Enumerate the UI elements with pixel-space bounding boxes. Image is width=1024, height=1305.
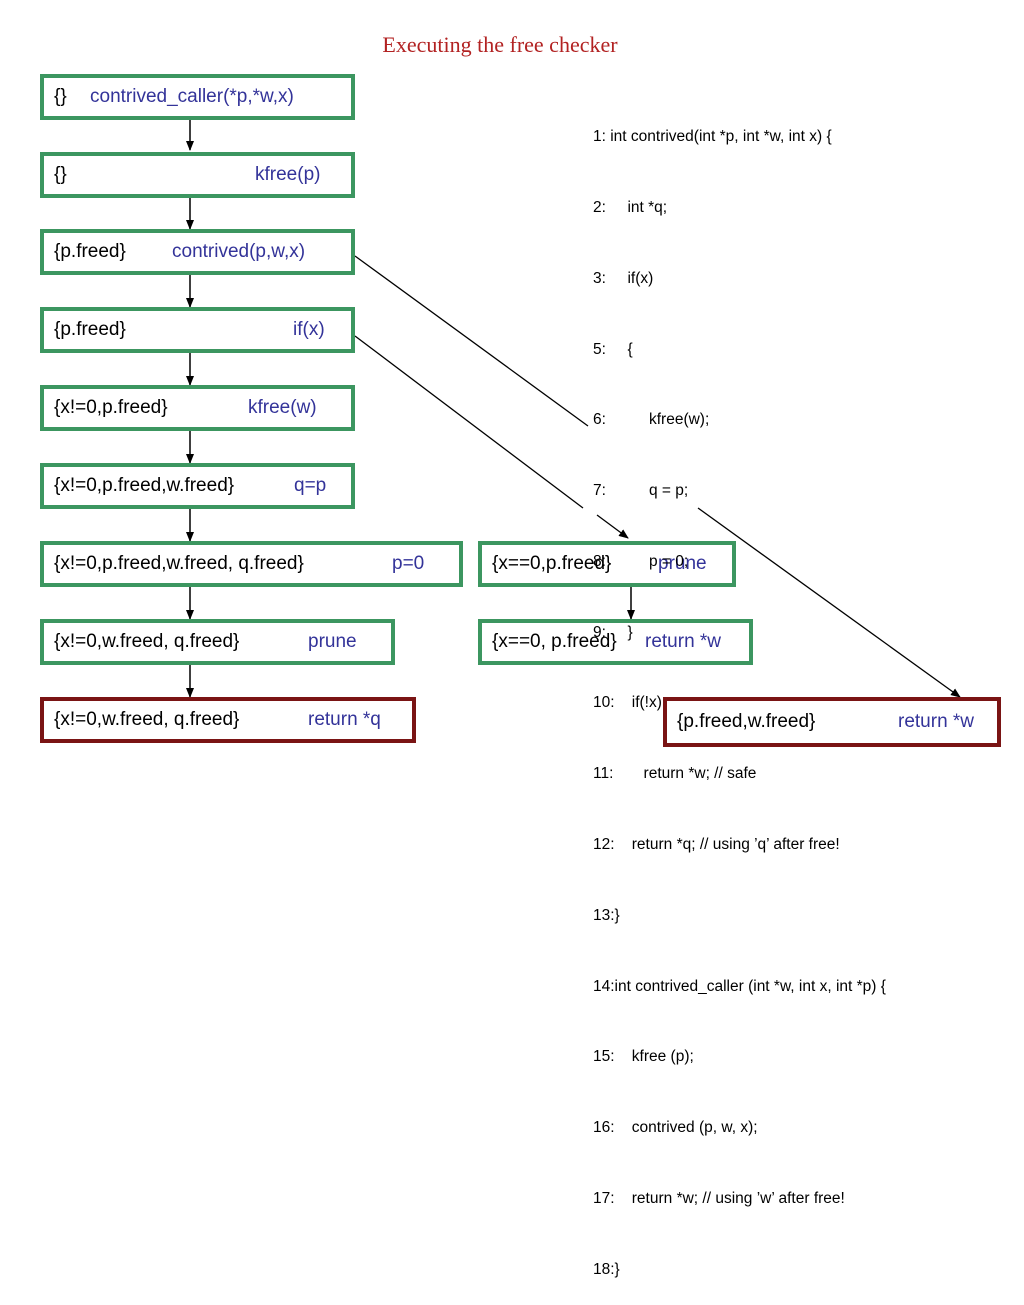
state-box-caller-return-w: {p.freed,w.freed} return *w [663,697,1001,747]
code-listing: 1: int contrived(int *p, int *w, int x) … [593,78,886,1305]
state-box-return-q: {x!=0,w.freed, q.freed} return *q [40,697,416,743]
action-label: contrived(p,w,x) [172,241,306,262]
state-box-if-x: {p.freed} if(x) [40,307,355,353]
code-line: 3: if(x) [593,269,654,287]
arrow-contrived-to-return [354,255,589,427]
action-label: kfree(w) [248,397,317,418]
state-box-kfree-w: {x!=0,p.freed} kfree(w) [40,385,355,431]
code-line: 17: return *w; // using ’w’ after free! [593,1189,845,1207]
state-box-caller: {} contrived_caller(*p,*w,x) [40,74,355,120]
state-label: {} [54,164,67,185]
state-box-contrived: {p.freed} contrived(p,w,x) [40,229,355,275]
action-label: prune [658,553,707,574]
code-line: 7: q = p; [593,482,689,500]
state-label: {x!=0,w.freed, q.freed} [54,631,240,652]
code-line: 9: } [593,623,633,641]
action-label: return *q [308,709,381,730]
action-label: q=p [294,475,327,496]
action-label: return *w [645,631,722,652]
code-line: 2: int *q; [593,198,668,216]
code-line: 11: return *w; // safe [593,765,757,783]
state-box-else-return-w: {x==0, p.freed} return *w [478,619,753,665]
code-line: 5: { [593,340,633,358]
connector-arrows [186,119,961,698]
code-line: 13:} [593,906,620,924]
state-label: {x!=0,p.freed,w.freed, q.freed} [54,553,304,574]
state-label: {x!=0,p.freed,w.freed} [54,475,235,496]
state-label: {x!=0,w.freed, q.freed} [54,709,240,730]
state-box-kfree-p: {} kfree(p) [40,152,355,198]
code-line: 12: return *q; // using ’q’ after free! [593,836,840,853]
state-box-prune: {x!=0,w.freed, q.freed} prune [40,619,395,665]
code-line: 6: kfree(w); [593,411,710,429]
state-label: {x!=0,p.freed} [54,397,168,418]
state-label: {x==0, p.freed} [492,631,617,652]
action-label: p=0 [392,553,425,574]
state-label: {p.freed} [54,319,126,340]
slide-title: Executing the free checker [382,32,618,57]
code-line: 15: kfree (p); [593,1048,694,1066]
code-line: 1: int contrived(int *p, int *w, int x) … [593,128,832,146]
action-label: kfree(p) [255,164,321,185]
code-line: 14:int contrived_caller (int *w, int x, … [593,977,886,995]
state-box-p-eq-0: {x!=0,p.freed,w.freed, q.freed} p=0 [40,541,463,587]
action-label: prune [308,631,357,652]
action-label: return *w [898,711,975,732]
state-box-q-eq-p: {x!=0,p.freed,w.freed} q=p [40,463,355,509]
arrow-if-to-else [354,335,584,509]
state-label: {p.freed,w.freed} [677,711,816,732]
code-line: 18:} [593,1260,620,1278]
action-label: contrived_caller(*p,*w,x) [90,86,294,107]
code-line: 16: contrived (p, w, x); [593,1119,758,1137]
state-label: {p.freed} [54,241,126,262]
code-line: 10: if(!x) [593,694,662,712]
state-box-else-prune: {x==0,p.freed} prune [478,541,736,587]
code-line: 8: p = 0; [593,552,689,570]
state-label: {} [54,86,67,107]
state-label: {x==0,p.freed} [492,553,612,574]
action-label: if(x) [293,319,325,340]
